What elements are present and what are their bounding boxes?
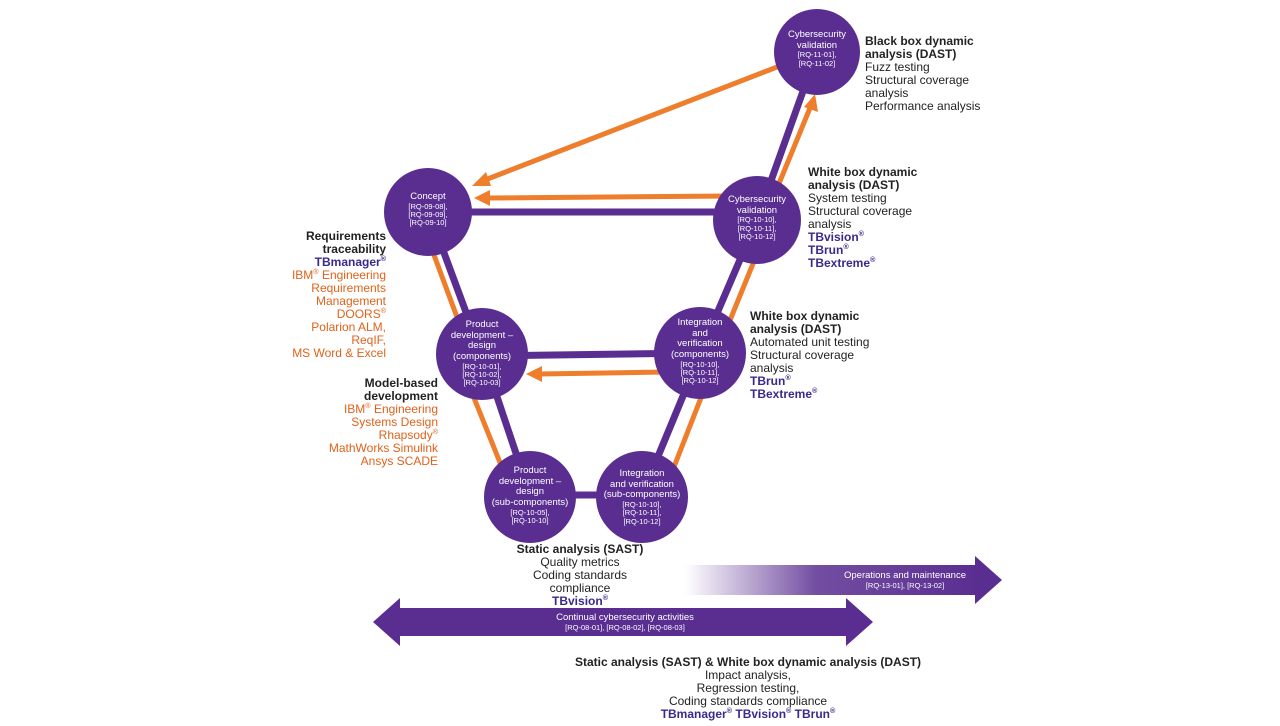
- node-iv-subcomponents[interactable]: [596, 451, 688, 543]
- arrow-ivcomp-to-design: [539, 369, 666, 377]
- arrow-validation10-to-concept: [487, 193, 731, 201]
- arrow-head: [804, 94, 818, 112]
- orange-arrows: [421, 59, 818, 482]
- node-concept-label: Concept [RQ-09-08], [RQ-09-09], [RQ-09-1…: [408, 191, 448, 228]
- node-design-components[interactable]: [436, 308, 528, 400]
- tool-link-tbextreme: TBextreme®: [750, 385, 818, 401]
- tool-link-tbrun: TBrun®: [808, 241, 849, 257]
- node-validation-10-label: Cybersecurity validation [RQ-10-10], [RQ…: [727, 194, 787, 242]
- tool-link-tbvision: TBvision®: [735, 705, 792, 721]
- annotation-static-analysis: Static analysis (SAST) Quality metrics C…: [500, 543, 660, 608]
- node-iv-subcomponents-label: Integration and verification (sub-compon…: [603, 468, 681, 526]
- node-iv-components[interactable]: [654, 307, 746, 399]
- tool-link-tbextreme: TBextreme®: [808, 254, 876, 270]
- tool-link-tbvision: TBvision®: [808, 228, 864, 244]
- annotation-bottom: Static analysis (SAST) & White box dynam…: [574, 655, 922, 721]
- arrow-head: [472, 172, 491, 186]
- continual-band: [373, 598, 873, 646]
- tool-link-tbvision: TBvision®: [552, 592, 608, 608]
- operations-band-arrowhead: [975, 556, 1002, 604]
- arrow-design-to-subdesign: [467, 387, 506, 471]
- annotation-white-box-unit: White box dynamic analysis (DAST) Automa…: [750, 309, 870, 401]
- node-concept[interactable]: [384, 168, 472, 256]
- node-iv-components-label: Integration and verification (components…: [670, 317, 730, 386]
- annotation-model-based: Model-based development IBM® Engineering…: [328, 376, 438, 468]
- arrow-validation11-to-concept: [484, 59, 791, 183]
- arrow-validation10-to-validation11: [775, 107, 813, 187]
- tool-link-tbrun: TBrun®: [750, 372, 791, 388]
- annotation-black-box: Black box dynamic analysis (DAST) Fuzz t…: [865, 34, 981, 113]
- tool-link-tbmanager: TBmanager®: [314, 253, 386, 269]
- node-design-components-label: Product development – design (components…: [450, 319, 514, 388]
- tool-link-tbrun: TBrun®: [794, 705, 836, 721]
- annotation-white-box-system: White box dynamic analysis (DAST) System…: [808, 165, 918, 270]
- node-validation-10[interactable]: [713, 176, 801, 264]
- operations-band: [685, 556, 1002, 604]
- nodes: [384, 9, 860, 543]
- operations-band-body: [685, 565, 977, 595]
- arrow-head: [474, 190, 490, 206]
- node-design-subcomponents[interactable]: [484, 451, 576, 543]
- tool-link-tbmanager: TBmanager®: [660, 705, 733, 721]
- node-validation-11[interactable]: [774, 9, 860, 95]
- node-design-subcomponents-label: Product development – design (sub-compon…: [491, 465, 569, 525]
- arrow-head: [526, 366, 542, 382]
- continual-band-label: Continual cybersecurity activities [RQ-0…: [556, 612, 694, 632]
- node-validation-11-label: Cybersecurity validation [RQ-11-01], [RQ…: [787, 29, 847, 68]
- continual-band-shape: [373, 598, 873, 646]
- annotation-requirements: Requirements traceability TBmanager® IBM…: [270, 230, 386, 360]
- operations-band-label: Operations and maintenance [RQ-13-01], […: [844, 570, 966, 590]
